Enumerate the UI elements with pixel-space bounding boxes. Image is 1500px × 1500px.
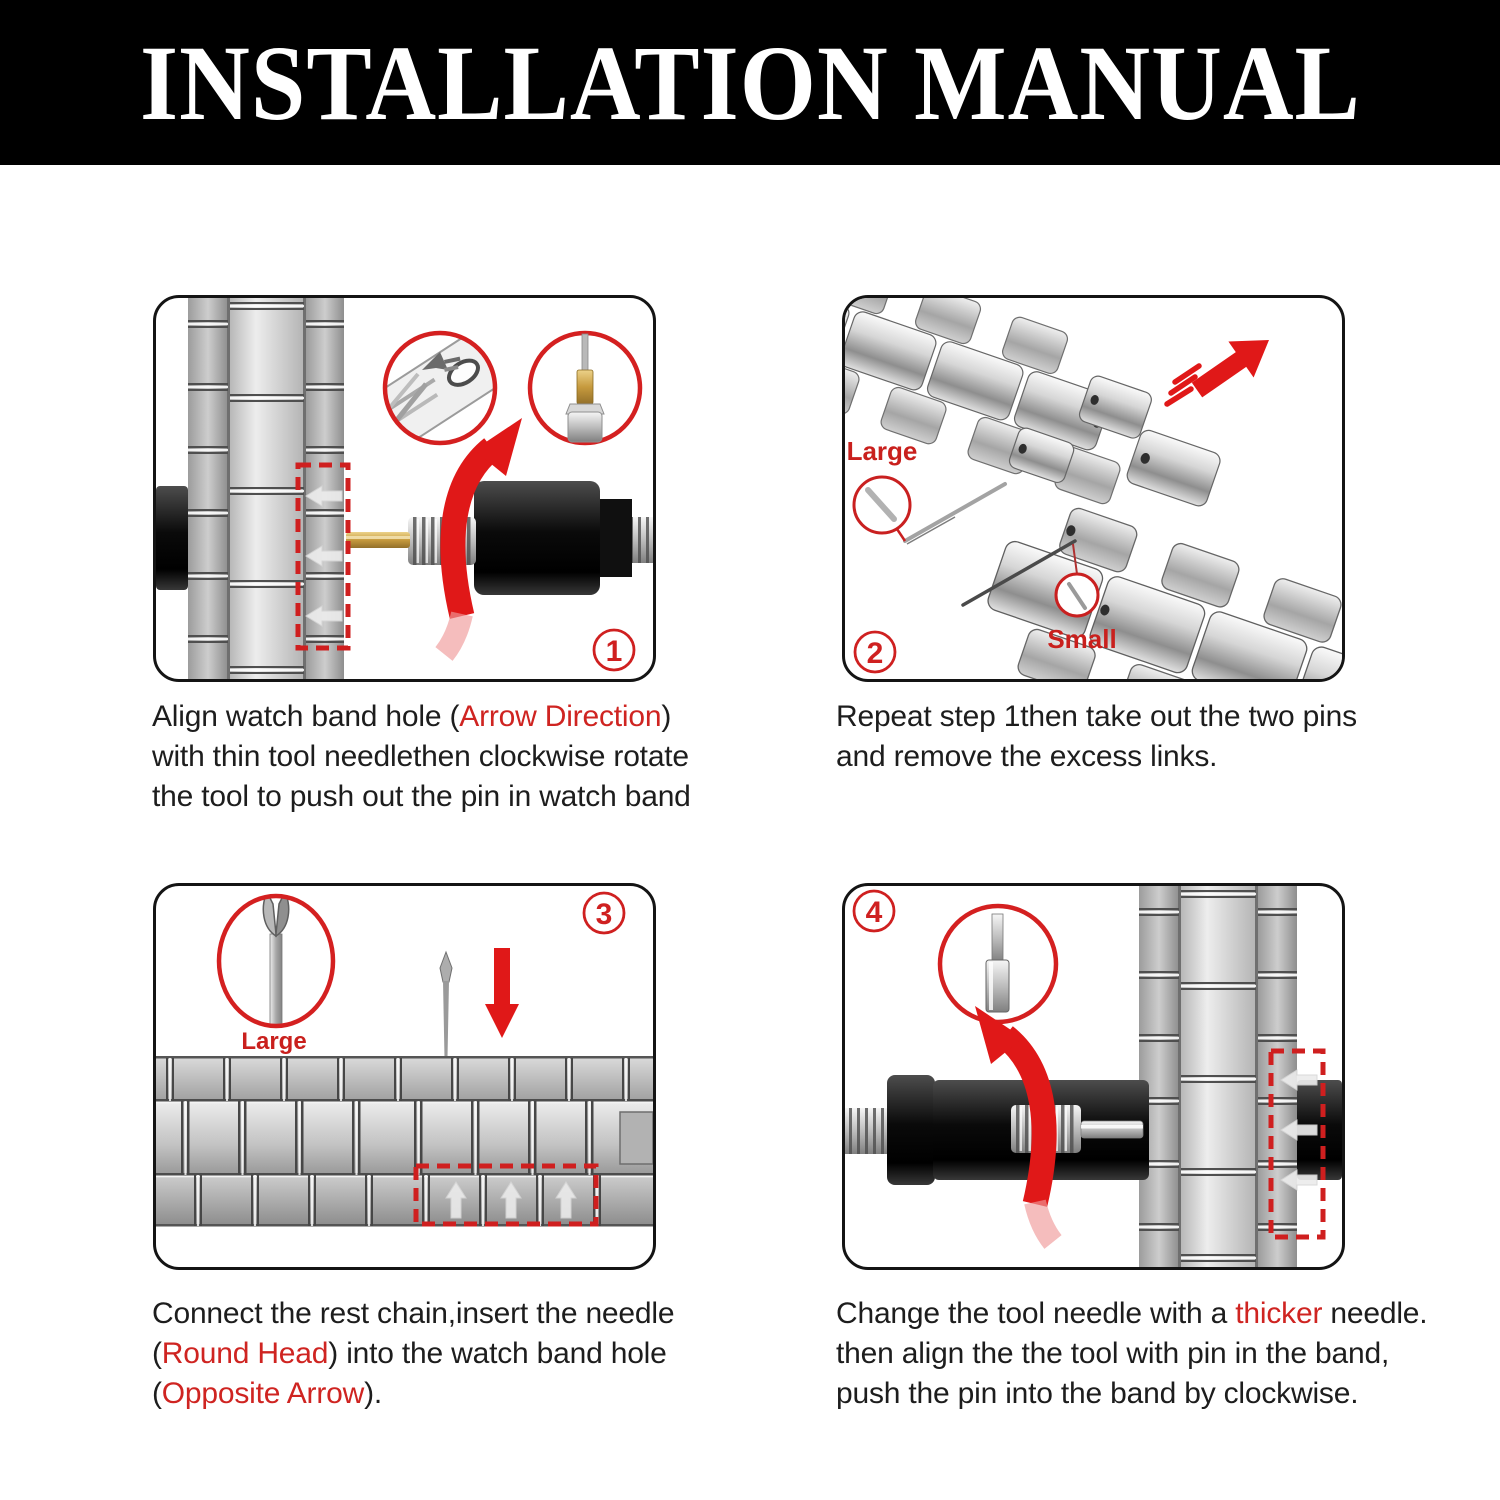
caption-line: Repeat step 1then take out the two pins: [836, 700, 1357, 733]
dashed-highlight-box: [1268, 1048, 1326, 1240]
caption-line: push the pin into the band by clockwise.: [836, 1377, 1359, 1410]
caption-line: Connect the rest chain,insert the needle: [152, 1297, 675, 1330]
step-4-panel: 4: [842, 883, 1345, 1270]
step-3-illustration: Large: [156, 891, 653, 1227]
direction-arrow-icon: [1164, 340, 1269, 407]
caption-line: with thin tool needlethen clockwise rota…: [152, 740, 689, 773]
step-number-badge: 1: [592, 628, 636, 672]
small-pin-callout: Small: [961, 539, 1117, 654]
step-3-panel: Large: [153, 883, 656, 1270]
caption-step-2: Repeat step 1then take out the two pins …: [836, 697, 1357, 777]
removed-links: [1008, 375, 1221, 507]
large-pin: [903, 482, 1007, 543]
watch-band: [1139, 886, 1297, 1267]
large-pin-callout: Large: [847, 436, 1007, 545]
magnifier-thin-needle: [527, 330, 643, 446]
engraved-arrow-icon: [422, 352, 461, 372]
step-number-badge: 4: [852, 889, 896, 933]
magnifier-tool-head: [382, 330, 498, 446]
spring-bar-tool: [346, 481, 653, 595]
caption-line: and remove the excess links.: [836, 740, 1218, 773]
small-pin-label: Small: [1047, 624, 1116, 654]
spring-bar-tool: [845, 1075, 1149, 1185]
watch-band: [188, 298, 344, 679]
thick-needle: [1080, 1120, 1144, 1139]
highlighted-phrase: Opposite Arrow: [161, 1377, 365, 1410]
caption-line: (Opposite Arrow).: [152, 1377, 383, 1410]
thin-needle: [346, 532, 410, 548]
caption-line: then align the the tool with pin in the …: [836, 1337, 1390, 1370]
step-1-panel: 1: [153, 295, 656, 682]
magnifier-thick-needle: [937, 903, 1059, 1025]
watch-band-upper: [845, 298, 1121, 505]
step-2-panel: Large Small 2: [842, 295, 1345, 682]
svg-text:2: 2: [867, 637, 884, 670]
caption-line: Change the tool needle with a thicker ne…: [836, 1297, 1428, 1330]
watch-band: [156, 1056, 653, 1227]
round-head-needle-label: Large: [241, 1028, 306, 1055]
large-pin-label: Large: [847, 436, 918, 466]
rotate-arrow-icon: [435, 418, 522, 661]
left-arrow-icon: [305, 485, 343, 627]
watch-band-lower: [987, 507, 1342, 679]
caption-step-3: Connect the rest chain,insert the needle…: [152, 1294, 675, 1414]
dashed-highlight-box: [413, 1163, 599, 1227]
caption-step-4: Change the tool needle with a thicker ne…: [836, 1294, 1428, 1414]
step-4-illustration: 4: [845, 886, 1342, 1267]
round-head-needle: [439, 950, 453, 1058]
header-bar: INSTALLATION MANUAL: [0, 0, 1500, 165]
small-pin: [961, 539, 1077, 607]
down-arrow-icon: [485, 948, 519, 1038]
step-2-illustration: Large Small 2: [845, 298, 1342, 679]
left-arrow-icon: [1280, 1069, 1318, 1191]
magnifier-round-head-needle: Large: [216, 893, 336, 1055]
step-1-illustration: 1: [156, 298, 653, 679]
highlighted-phrase: Arrow Direction: [459, 700, 662, 733]
svg-text:1: 1: [606, 635, 623, 668]
up-arrow-icon: [445, 1181, 577, 1219]
highlighted-phrase: thicker: [1235, 1297, 1323, 1330]
caption-line: Align watch band hole (Arrow Direction): [152, 700, 672, 733]
tool-clamp: [156, 486, 188, 590]
caption-line: the tool to push out the pin in watch ba…: [152, 780, 691, 813]
highlighted-phrase: Round Head: [161, 1337, 329, 1370]
rotate-arrow-icon: [975, 1006, 1062, 1249]
svg-text:3: 3: [596, 898, 613, 931]
step-number-badge: 2: [853, 630, 897, 674]
tool-clamp: [1297, 1080, 1342, 1180]
caption-step-1: Align watch band hole (Arrow Direction) …: [152, 697, 691, 817]
svg-text:4: 4: [866, 896, 883, 929]
dashed-highlight-box: [295, 462, 351, 651]
page-title: INSTALLATION MANUAL: [139, 22, 1361, 143]
step-number-badge: 3: [582, 891, 626, 935]
caption-line: (Round Head) into the watch band hole: [152, 1337, 667, 1370]
